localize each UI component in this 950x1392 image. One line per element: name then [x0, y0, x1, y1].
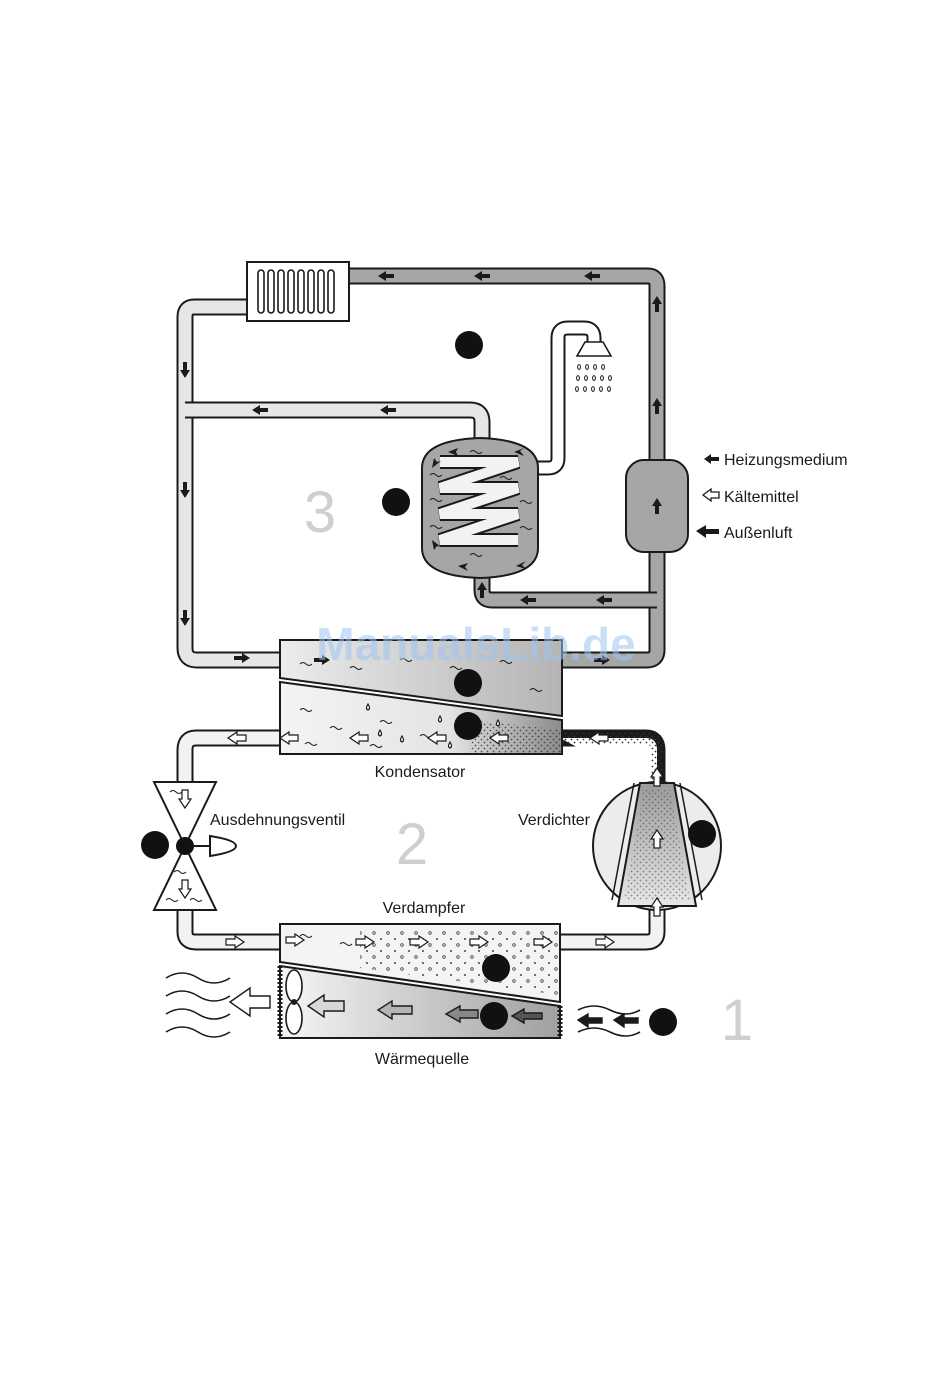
marker-dot [688, 820, 716, 848]
heating-circuit [185, 262, 688, 660]
liquid-line [185, 738, 282, 782]
compressor-label: Verdichter [518, 812, 591, 829]
hot-water-tank [422, 438, 538, 578]
marker-dot [454, 669, 482, 697]
legend-label-heating-medium: Heizungsmedium [724, 452, 848, 469]
solid-large-arrow-icon [696, 525, 719, 538]
circuit-number-3: 3 [304, 480, 336, 545]
radiator [247, 262, 349, 321]
marker-dot [482, 954, 510, 982]
shower-head-icon [576, 342, 612, 391]
watermark: ManualsLib.de [316, 618, 635, 670]
legend-label-outside-air: Außenluft [724, 525, 793, 542]
condenser-label: Kondensator [375, 764, 466, 781]
expansion-valve-label: Ausdehnungsventil [210, 812, 345, 829]
heating-return-pipe [185, 307, 282, 660]
circuit-number-2: 2 [396, 812, 428, 877]
solid-small-arrow-icon [704, 454, 719, 464]
legend-label-refrigerant: Kältemittel [724, 489, 799, 506]
refrigerant-circuit [154, 640, 721, 1038]
legend: Heizungsmedium Kältemittel Außenluft [696, 452, 848, 542]
outline-arrow-icon [703, 489, 719, 501]
marker-dot [382, 488, 410, 516]
marker-dot [455, 331, 483, 359]
heat-source-label: Wärmequelle [375, 1051, 469, 1068]
marker-dot [454, 712, 482, 740]
marker-dot [480, 1002, 508, 1030]
circuit-number-1: 1 [721, 988, 753, 1053]
marker-dot [649, 1008, 677, 1036]
marker-dot [141, 831, 169, 859]
evaporator-label: Verdampfer [383, 900, 466, 917]
